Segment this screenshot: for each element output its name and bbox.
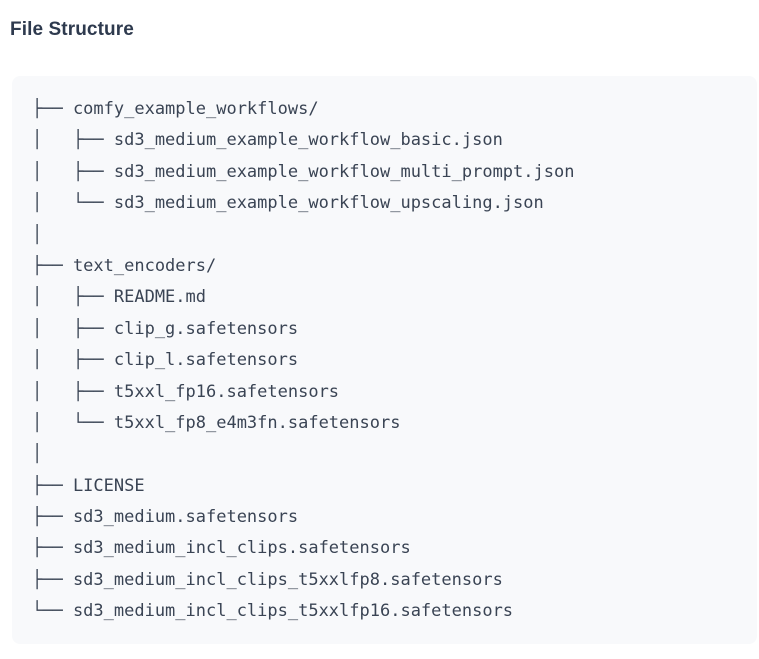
- tree-line: ├── text_encoders/: [32, 255, 217, 276]
- section-title: File Structure: [10, 19, 134, 40]
- tree-line: │: [32, 224, 43, 245]
- tree-line: ├── LICENSE: [32, 475, 145, 496]
- file-tree-code-block: ├── comfy_example_workflows/ │ ├── sd3_me…: [12, 76, 757, 644]
- tree-line: ├── sd3_medium.safetensors: [32, 507, 299, 528]
- tree-line: │ ├── sd3_medium_example_workflow_basic.…: [32, 130, 503, 151]
- tree-line: └── sd3_medium_incl_clips_t5xxlfp16.safe…: [32, 601, 514, 622]
- tree-line: ├── sd3_medium_incl_clips.safetensors: [32, 538, 411, 559]
- tree-line: │ ├── clip_l.safetensors: [32, 350, 299, 371]
- tree-line: │ ├── t5xxl_fp16.safetensors: [32, 381, 340, 402]
- tree-line: ├── comfy_example_workflows/: [32, 99, 319, 119]
- tree-line: │ ├── README.md: [32, 287, 206, 308]
- tree-line: │ ├── sd3_medium_example_workflow_multi_…: [32, 161, 575, 182]
- tree-line: │: [32, 444, 43, 465]
- tree-line: ├── sd3_medium_incl_clips_t5xxlfp8.safet…: [32, 569, 503, 590]
- tree-line: │ ├── clip_g.safetensors: [32, 318, 299, 339]
- file-tree: ├── comfy_example_workflows/ │ ├── sd3_me…: [32, 94, 737, 628]
- tree-line: │ └── sd3_medium_example_workflow_upscal…: [32, 193, 544, 214]
- file-structure-section: File Structure ├── comfy_example_workflo…: [10, 19, 757, 644]
- tree-line: │ └── t5xxl_fp8_e4m3fn.safetensors: [32, 412, 401, 433]
